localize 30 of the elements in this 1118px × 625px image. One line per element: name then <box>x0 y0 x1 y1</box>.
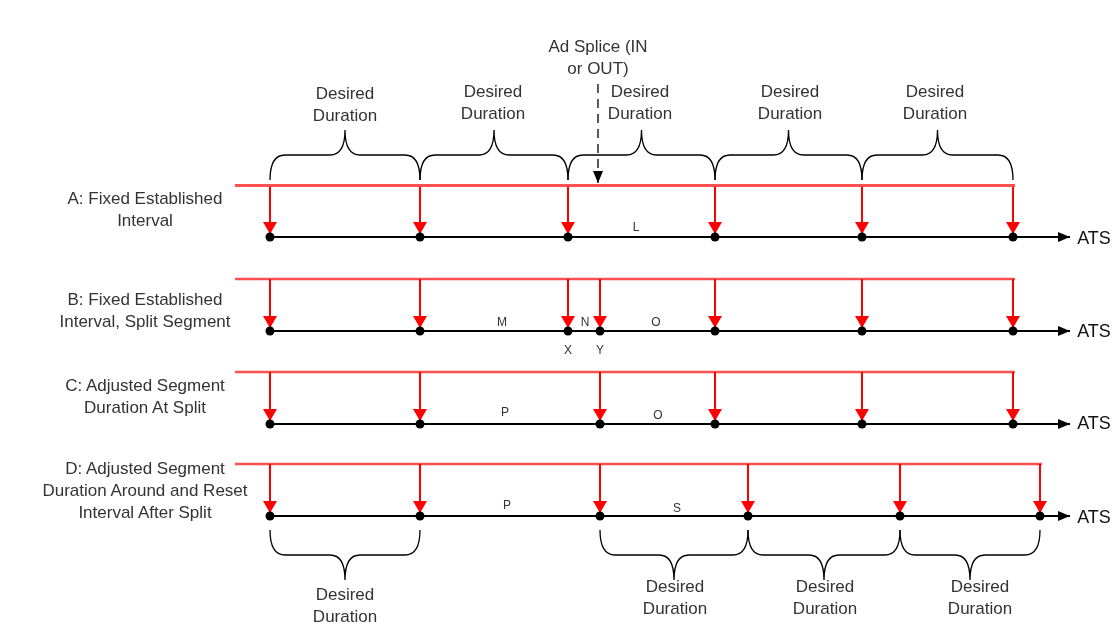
duration-label: Desired Duration <box>756 80 824 125</box>
duration-label: Desired Duration <box>641 575 709 620</box>
segment-letter: P <box>501 405 509 421</box>
duration-label: Desired Duration <box>791 575 859 620</box>
axis-label: ATS <box>1077 412 1111 436</box>
dashed-arrow <box>593 83 603 184</box>
duration-label: Desired Duration <box>459 80 527 125</box>
segment-letter: S <box>673 501 681 517</box>
row-label: A: Fixed Established Interval <box>66 187 224 232</box>
duration-label: Desired Duration <box>311 82 379 127</box>
point-letter: X <box>564 343 572 359</box>
segment-letter: M <box>497 315 507 331</box>
duration-label: Desired Duration <box>901 80 969 125</box>
point-letter: Y <box>596 343 604 359</box>
row-label: B: Fixed Established Interval, Split Segment <box>58 288 232 333</box>
axis-label: ATS <box>1077 227 1111 251</box>
duration-label: Desired Duration <box>946 575 1014 620</box>
duration-label: Desired Duration <box>606 80 674 125</box>
segment-letter: O <box>651 315 661 331</box>
duration-label: Desired Duration <box>311 583 379 625</box>
segment-letter: N <box>580 315 590 331</box>
row-label: D: Adjusted Segment Duration Around and Reset Interval After Split <box>41 457 249 525</box>
axis-label: ATS <box>1077 506 1111 530</box>
timing-bar <box>235 183 1015 187</box>
axis-label: ATS <box>1077 320 1111 344</box>
segment-letter: O <box>653 408 663 424</box>
splice-label: Ad Splice (IN or OUT) <box>545 35 651 81</box>
row-label: C: Adjusted Segment Duration At Split <box>64 374 226 419</box>
segment-letter: L <box>632 220 640 236</box>
segment-letter: P <box>503 498 511 514</box>
